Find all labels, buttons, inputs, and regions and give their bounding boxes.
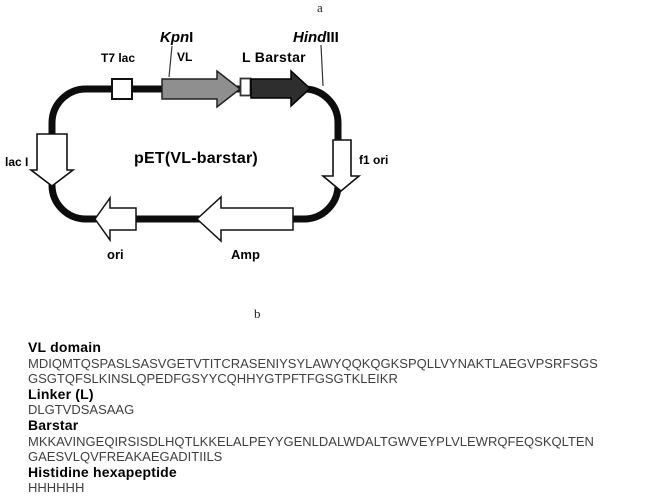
sequence-section-title: VL domain — [28, 339, 102, 355]
amp-label: Amp — [231, 247, 260, 262]
l-barstar-label: L Barstar — [242, 49, 306, 65]
sequence-line: GSGTQFSLKINSLQPEDFGSYYCQHHYGTPFTFGSGTKLE… — [28, 371, 398, 387]
hindIII-label-roman-part: III — [326, 29, 339, 46]
lacI-gene-arrow — [28, 133, 76, 188]
t7lac-site-box — [111, 78, 133, 100]
sequence-section-title: Linker (L) — [28, 385, 94, 402]
sequence-section: Linker (L)DLGTVDSASAAG — [28, 385, 643, 418]
sequence-line: MKKAVINGEQIRSISDLHQTLKKELALPEYYGENLDALWD… — [28, 433, 594, 449]
f1ori-arrow — [320, 139, 362, 193]
ori-arrow — [94, 195, 137, 243]
panel-a-label: a — [317, 0, 323, 15]
sequence-line: DLGTVDSASAAG — [28, 402, 135, 418]
lacI-label: lac I — [5, 155, 29, 169]
f1ori-label: f1 ori — [359, 153, 389, 167]
sequence-section-title: Barstar — [28, 416, 79, 433]
hindIII-leader-line — [320, 44, 324, 87]
sequence-line: MDIQMTQSPASLSASVGETVTITCRASENIYSYLAWYQQK… — [28, 355, 598, 371]
sequence-section-title: Histidine hexapeptide — [28, 463, 177, 480]
sequence-line: GAESVLQVFREAKAEGADITIILS — [28, 449, 223, 465]
kpnI-label: KpnI — [160, 29, 193, 46]
hindIII-label-italic-part: Hind — [293, 29, 327, 46]
vl-gene-arrow — [161, 69, 242, 109]
amp-gene-arrow — [195, 195, 294, 243]
barstar-gene-arrow — [250, 69, 312, 108]
linker-box — [239, 77, 252, 97]
plasmid-map — [28, 44, 362, 243]
plasmid-name: pET(VL-barstar) — [134, 150, 258, 167]
hindIII-label: HindIII — [293, 29, 339, 46]
kpnI-label-italic-part: Kpn — [160, 29, 190, 46]
sequence-line: HHHHHH — [28, 480, 85, 496]
kpnI-leader-line — [168, 45, 173, 78]
vl-label: VL — [177, 50, 193, 64]
ori-label: ori — [107, 247, 124, 262]
t7lac-label: T7 lac — [101, 51, 136, 65]
kpnI-label-roman-part: I — [189, 29, 194, 46]
panel-b-label: b — [254, 306, 261, 321]
